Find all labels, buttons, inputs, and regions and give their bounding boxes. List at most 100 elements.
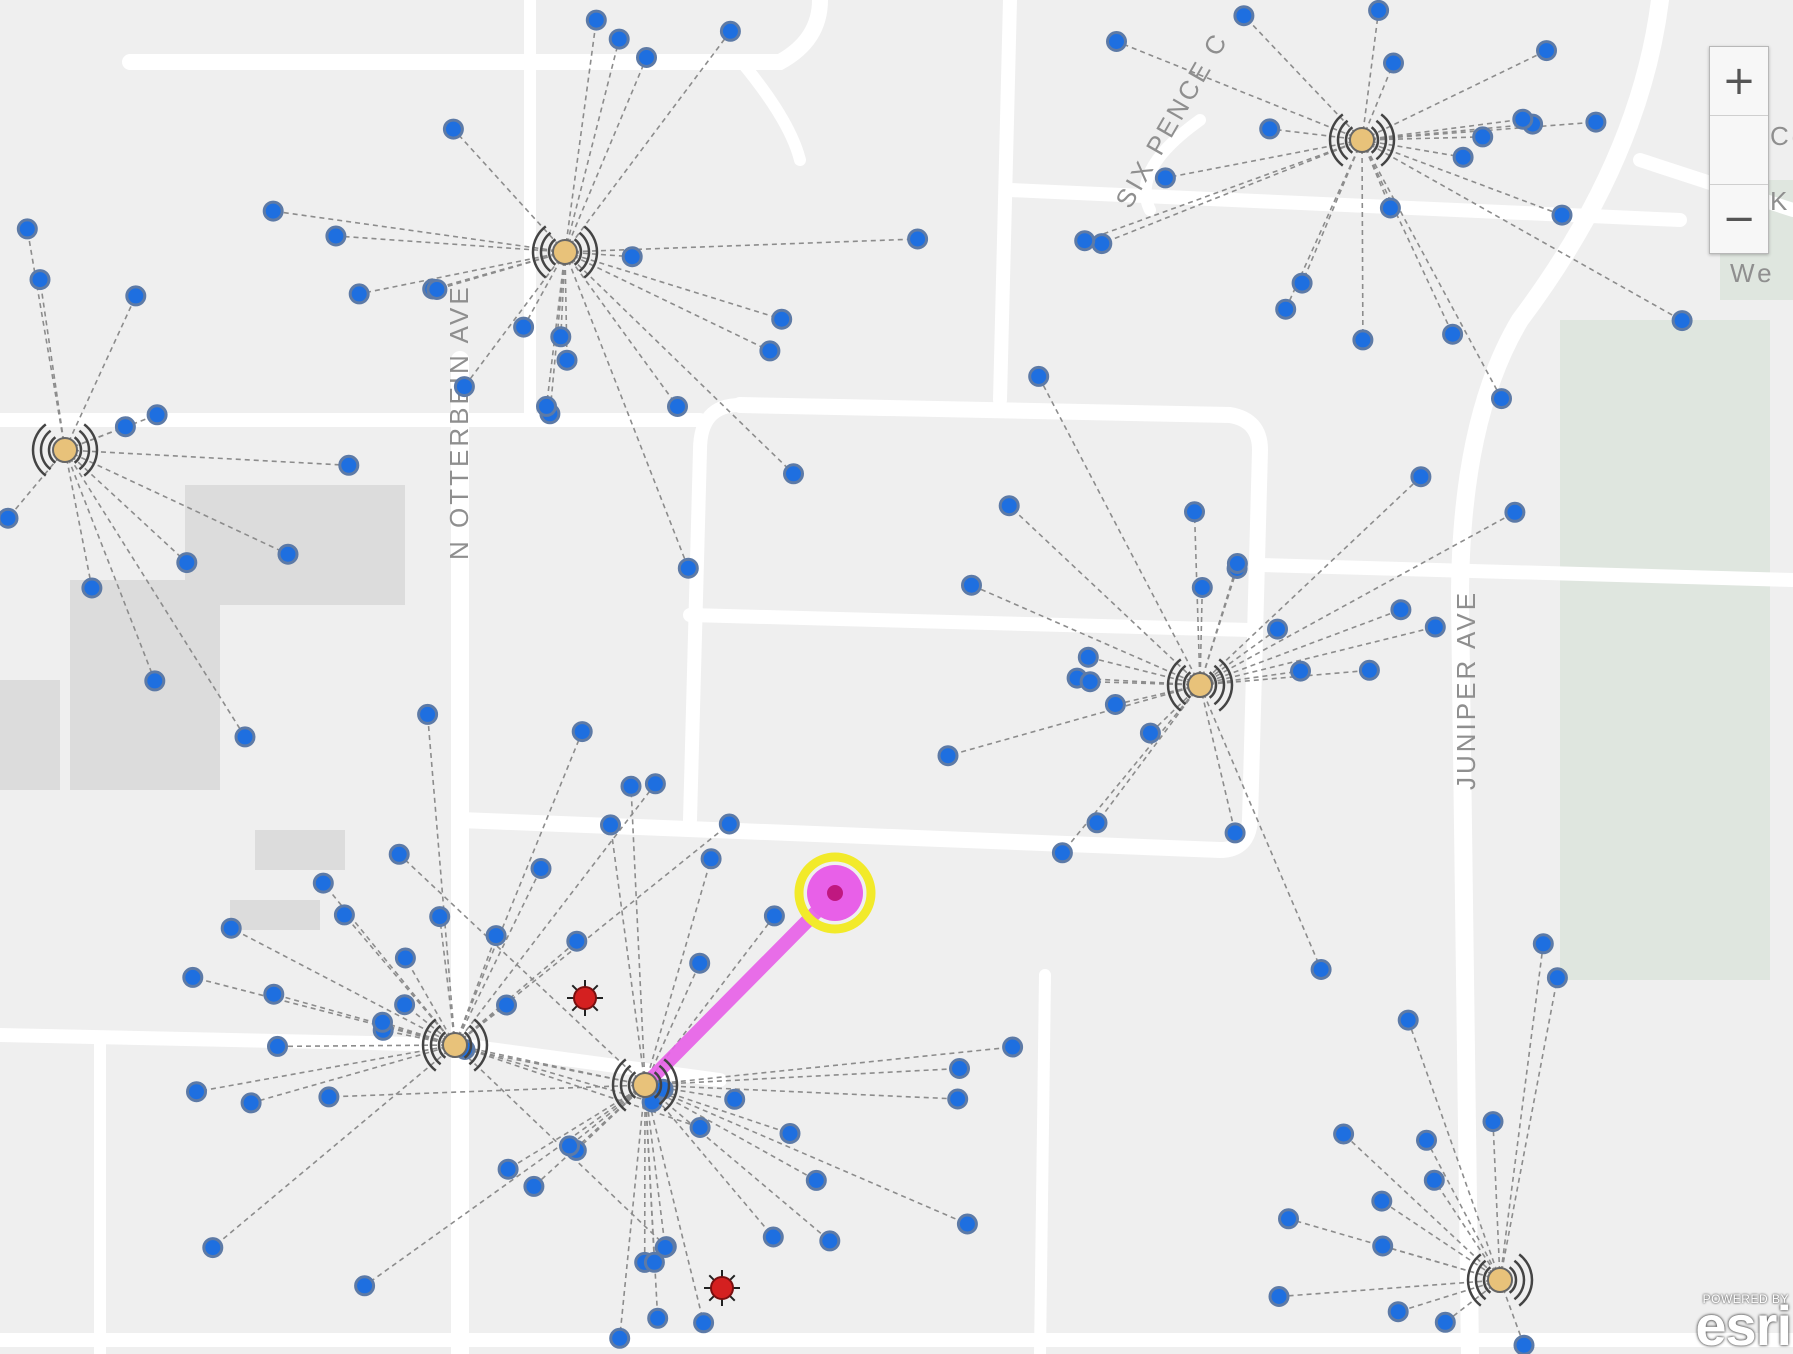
meter-point — [1275, 298, 1297, 320]
transformer — [531, 225, 599, 279]
service-line — [609, 824, 646, 1086]
meter-point — [1551, 204, 1573, 226]
meter-point — [1358, 659, 1380, 681]
transformer-signal-arc — [663, 1058, 679, 1112]
zoom-out-button[interactable]: − — [1710, 184, 1768, 253]
meter-point — [417, 703, 439, 725]
meter-point — [654, 1237, 676, 1258]
transformer-signal-arc — [1482, 1266, 1492, 1294]
transformer-point — [632, 1072, 658, 1098]
transformer-signal-arc — [653, 1071, 663, 1099]
meter-point — [677, 557, 699, 579]
service-line — [644, 1084, 968, 1225]
service-line — [364, 1084, 646, 1287]
service-line — [644, 858, 712, 1086]
meter-point — [1268, 1286, 1290, 1307]
selected-connection — [638, 852, 876, 1092]
transformer-signal-arc — [1370, 126, 1380, 154]
meter-point — [394, 994, 416, 1016]
transformer-signal-arc — [473, 1018, 489, 1072]
transformer-signal-arc — [1174, 664, 1187, 706]
meter-point — [523, 1175, 545, 1197]
service-line — [644, 1084, 958, 1100]
esri-attribution-logo[interactable]: POWERED BY esri — [1673, 1290, 1793, 1354]
meter-point — [1028, 365, 1050, 387]
meter-point — [907, 228, 929, 250]
meter-point — [1504, 501, 1526, 523]
service-line — [212, 1044, 456, 1249]
meter-point — [1267, 618, 1288, 640]
meter-point — [1079, 671, 1101, 693]
service-line — [1165, 139, 1363, 179]
selected-meter-core — [827, 885, 843, 901]
meter-point — [1423, 1169, 1445, 1191]
transformer — [421, 1018, 489, 1072]
alarm-icon — [567, 980, 603, 1016]
service-connections — [7, 10, 1683, 1346]
meter-point — [513, 316, 535, 338]
service-line — [1361, 62, 1395, 141]
highlight-ring — [794, 852, 876, 934]
service-line — [644, 1084, 817, 1182]
meter-point — [1390, 599, 1412, 621]
meter-point — [1139, 722, 1161, 744]
service-line — [454, 1044, 701, 1129]
service-line — [64, 449, 156, 682]
meter-point — [186, 1081, 207, 1103]
service-line — [644, 1046, 1013, 1086]
home-button[interactable] — [1710, 115, 1768, 184]
meter-point — [1482, 1111, 1504, 1133]
service-line — [564, 57, 648, 253]
service-line — [1084, 139, 1363, 242]
transformer — [31, 423, 99, 477]
transformer-signal-arc — [1466, 1253, 1482, 1307]
service-line — [644, 1084, 774, 1238]
transformer-signal-arc — [1344, 126, 1354, 154]
meter-point — [819, 1230, 841, 1252]
alarm-points — [567, 980, 740, 1306]
meter-point — [530, 858, 552, 879]
service-line — [1199, 626, 1436, 686]
alarm-point — [710, 1276, 734, 1300]
service-line — [1199, 476, 1422, 686]
park-areas — [1560, 180, 1793, 980]
service-line — [1361, 118, 1523, 141]
meter-point — [1104, 694, 1126, 715]
transformer-signal-arc — [1375, 119, 1388, 161]
meter-point — [667, 396, 688, 417]
transformer — [611, 1058, 679, 1112]
zoom-in-button[interactable]: + — [1722, 58, 1756, 104]
service-line — [1101, 139, 1363, 245]
buildings — [0, 485, 405, 930]
meter-point — [1074, 230, 1096, 252]
meter-point — [338, 454, 360, 476]
transformer-signal-arc — [547, 238, 557, 266]
meter-point — [262, 200, 284, 222]
service-line — [7, 449, 66, 519]
meter-point — [333, 904, 355, 926]
transformer-signal-arc — [1518, 1253, 1534, 1307]
service-line — [564, 251, 795, 475]
service-line — [564, 251, 782, 320]
service-line — [1278, 1279, 1501, 1298]
service-line — [1361, 10, 1380, 141]
meter-point — [1585, 111, 1607, 133]
service-line — [1199, 670, 1301, 686]
service-line — [64, 449, 93, 589]
meter-point — [202, 1237, 224, 1259]
edge-label-2: K — [1770, 186, 1790, 216]
transformer-signal-arc — [1336, 119, 1349, 161]
service-line — [1499, 943, 1545, 1281]
street-label-otterbein: N OTTERBEIN AVE — [444, 284, 474, 560]
service-line — [1199, 669, 1370, 686]
service-line — [230, 927, 456, 1046]
meter-point — [771, 308, 793, 330]
service-line — [335, 235, 566, 253]
meter-point — [1191, 577, 1213, 598]
meter-point — [1532, 933, 1554, 955]
service-line — [545, 251, 566, 407]
service-line — [463, 251, 566, 388]
transformer-signal-arc — [1208, 671, 1218, 699]
